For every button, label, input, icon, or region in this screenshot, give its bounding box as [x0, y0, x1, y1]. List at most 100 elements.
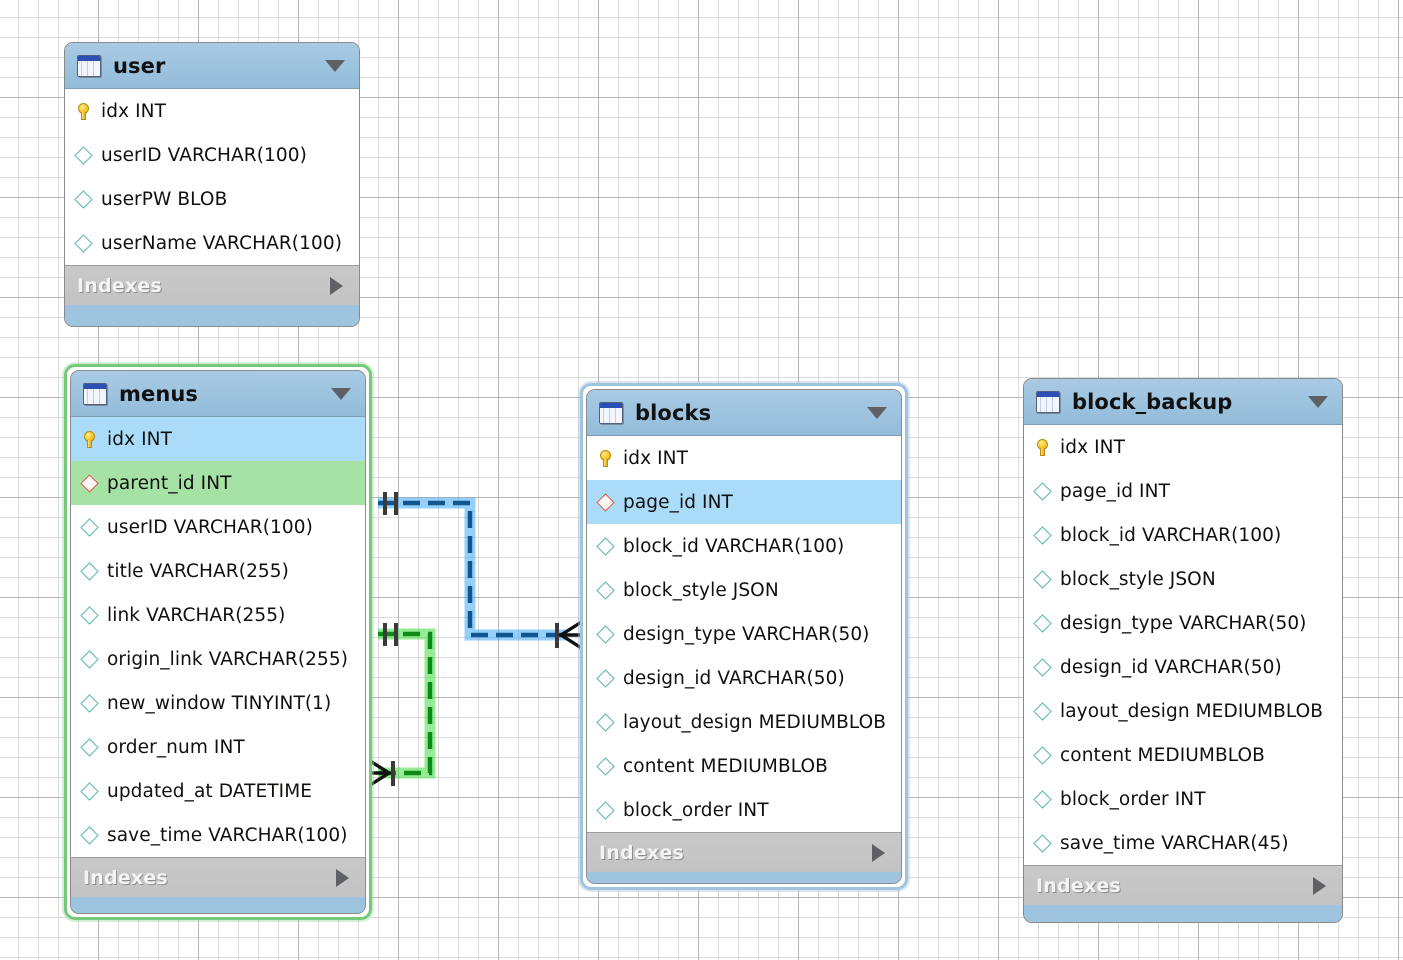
table-row[interactable]: content MEDIUMBLOB	[1024, 733, 1342, 777]
table-row[interactable]: userID VARCHAR(100)	[65, 133, 359, 177]
table-row[interactable]: design_type VARCHAR(50)	[587, 612, 901, 656]
table-row[interactable]: userID VARCHAR(100)	[71, 505, 365, 549]
table-row[interactable]: new_window TINYINT(1)	[71, 681, 365, 725]
table-row[interactable]: idx INT	[65, 89, 359, 133]
diamond-icon	[1033, 833, 1060, 853]
table-row[interactable]: idx INT	[71, 417, 365, 461]
indexes-label: Indexes	[83, 866, 168, 889]
diamond-fk-icon	[80, 473, 107, 493]
key-icon	[599, 449, 623, 467]
diamond-icon	[596, 624, 623, 644]
diamond-icon	[1033, 701, 1060, 721]
table-row[interactable]: page_id INT	[587, 480, 901, 524]
chevron-right-icon[interactable]	[1313, 876, 1326, 895]
key-icon	[77, 102, 101, 120]
table-row[interactable]: origin_link VARCHAR(255)	[71, 637, 365, 681]
column-label: layout_design MEDIUMBLOB	[623, 711, 887, 733]
table-row[interactable]: block_style JSON	[1024, 557, 1342, 601]
table-blocks[interactable]: blocks idx INT page_id INT block_id VARC…	[580, 383, 908, 890]
table-row[interactable]: title VARCHAR(255)	[71, 549, 365, 593]
key-icon	[83, 430, 107, 448]
chevron-down-icon[interactable]	[1308, 395, 1328, 408]
table-row[interactable]: design_id VARCHAR(50)	[587, 656, 901, 700]
table-header-blocks[interactable]: blocks	[587, 390, 901, 436]
indexes-label: Indexes	[77, 274, 162, 297]
indexes-section-user[interactable]: Indexes	[65, 265, 359, 305]
table-title: block_backup	[1072, 389, 1233, 414]
column-label: content MEDIUMBLOB	[1060, 744, 1265, 766]
diamond-icon	[596, 536, 623, 556]
table-row[interactable]: design_type VARCHAR(50)	[1024, 601, 1342, 645]
table-row[interactable]: page_id INT	[1024, 469, 1342, 513]
chevron-right-icon[interactable]	[872, 843, 885, 862]
table-row[interactable]: save_time VARCHAR(100)	[71, 813, 365, 857]
table-row[interactable]: content MEDIUMBLOB	[587, 744, 901, 788]
chevron-down-icon[interactable]	[325, 59, 345, 72]
column-label: block_id VARCHAR(100)	[623, 535, 845, 557]
table-title: user	[113, 53, 166, 78]
table-block-backup[interactable]: block_backup idx INT page_id INT block_i…	[1023, 378, 1343, 923]
diamond-icon	[596, 580, 623, 600]
table-row[interactable]: updated_at DATETIME	[71, 769, 365, 813]
indexes-section-block-backup[interactable]: Indexes	[1024, 865, 1342, 905]
column-label: userID VARCHAR(100)	[101, 144, 307, 166]
diamond-icon	[1033, 657, 1060, 677]
table-row[interactable]: block_id VARCHAR(100)	[1024, 513, 1342, 557]
table-header-menus[interactable]: menus	[71, 371, 365, 417]
table-row[interactable]: parent_id INT	[71, 461, 365, 505]
table-icon	[1036, 390, 1060, 413]
diamond-icon	[1033, 789, 1060, 809]
table-row[interactable]: layout_design MEDIUMBLOB	[1024, 689, 1342, 733]
indexes-section-blocks[interactable]: Indexes	[587, 832, 901, 872]
table-menus[interactable]: menus idx INT parent_id INT userID VARCH…	[64, 364, 372, 920]
table-row[interactable]: link VARCHAR(255)	[71, 593, 365, 637]
chevron-down-icon[interactable]	[867, 406, 887, 419]
diamond-icon	[80, 605, 107, 625]
diamond-icon	[80, 737, 107, 757]
table-footer	[1024, 905, 1342, 922]
table-header-user[interactable]: user	[65, 43, 359, 89]
column-label: design_type VARCHAR(50)	[1060, 612, 1307, 634]
table-row[interactable]: userName VARCHAR(100)	[65, 221, 359, 265]
table-row[interactable]: userPW BLOB	[65, 177, 359, 221]
column-label: save_time VARCHAR(45)	[1060, 832, 1289, 854]
indexes-section-menus[interactable]: Indexes	[71, 857, 365, 897]
diamond-icon	[1033, 745, 1060, 765]
table-header-block-backup[interactable]: block_backup	[1024, 379, 1342, 425]
column-label: title VARCHAR(255)	[107, 560, 289, 582]
diamond-icon	[1033, 613, 1060, 633]
table-row[interactable]: order_num INT	[71, 725, 365, 769]
diamond-icon	[80, 825, 107, 845]
diamond-icon	[1033, 481, 1060, 501]
chevron-right-icon[interactable]	[330, 276, 343, 295]
table-row[interactable]: block_id VARCHAR(100)	[587, 524, 901, 568]
table-user[interactable]: user idx INT userID VARCHAR(100) userPW …	[64, 42, 360, 327]
column-label: userID VARCHAR(100)	[107, 516, 313, 538]
diamond-icon	[74, 233, 101, 253]
column-label: block_style JSON	[623, 579, 779, 601]
chevron-right-icon[interactable]	[336, 868, 349, 887]
table-row[interactable]: idx INT	[587, 436, 901, 480]
table-footer	[71, 897, 365, 913]
column-label: idx INT	[623, 447, 689, 469]
table-icon	[77, 54, 101, 77]
table-row[interactable]: idx INT	[1024, 425, 1342, 469]
column-label: block_id VARCHAR(100)	[1060, 524, 1282, 546]
diamond-icon	[1033, 569, 1060, 589]
table-row[interactable]: block_style JSON	[587, 568, 901, 612]
indexes-label: Indexes	[599, 841, 684, 864]
column-label: design_id VARCHAR(50)	[1060, 656, 1282, 678]
column-label: block_order INT	[623, 799, 769, 821]
diamond-fk-icon	[596, 492, 623, 512]
column-label: parent_id INT	[107, 472, 232, 494]
column-label: new_window TINYINT(1)	[107, 692, 332, 714]
diamond-icon	[596, 668, 623, 688]
diamond-icon	[74, 189, 101, 209]
table-row[interactable]: block_order INT	[1024, 777, 1342, 821]
table-row[interactable]: design_id VARCHAR(50)	[1024, 645, 1342, 689]
table-row[interactable]: block_order INT	[587, 788, 901, 832]
column-label: layout_design MEDIUMBLOB	[1060, 700, 1324, 722]
table-row[interactable]: save_time VARCHAR(45)	[1024, 821, 1342, 865]
table-row[interactable]: layout_design MEDIUMBLOB	[587, 700, 901, 744]
chevron-down-icon[interactable]	[331, 387, 351, 400]
